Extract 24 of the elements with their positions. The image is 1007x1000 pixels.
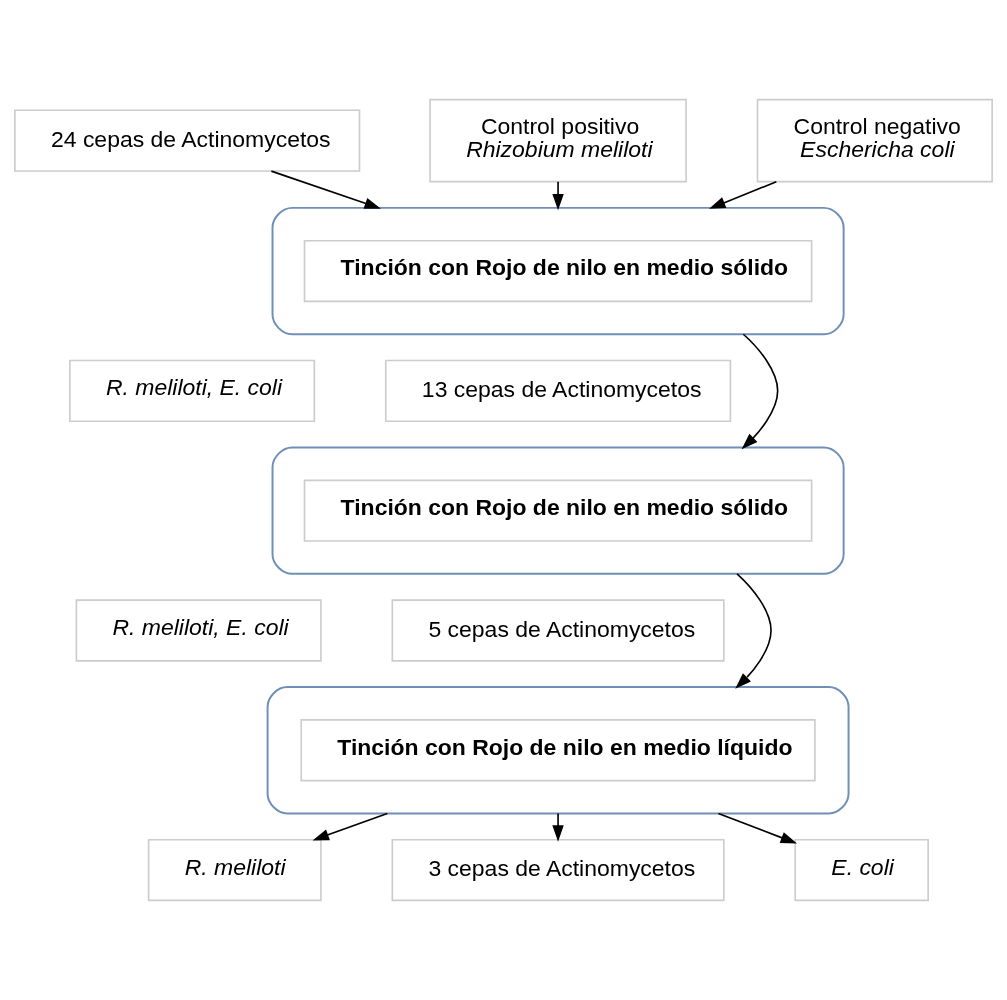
node-box: Tinción con Rojo de nilo en medio líquido xyxy=(300,719,816,782)
node-box: 13 cepas de Actinomycetos xyxy=(384,359,732,423)
arrow xyxy=(270,170,381,209)
node-box: R. meliloti, E. coli xyxy=(69,359,316,423)
arrow xyxy=(717,812,798,844)
node-box: Control negativo Eschericha coli xyxy=(756,98,993,183)
node-box: Control positivo Rhizobium meliloti xyxy=(429,98,687,183)
node-box: Tinción con Rojo de nilo en medio sólido xyxy=(303,479,813,542)
node-box: R. meliloti xyxy=(147,838,322,902)
cluster xyxy=(271,446,845,575)
arrow xyxy=(552,180,564,211)
arrow xyxy=(741,333,779,450)
node-box: 5 cepas de Actinomycetos xyxy=(391,599,725,662)
cluster xyxy=(266,686,850,815)
arrow xyxy=(312,812,389,841)
arrow xyxy=(709,180,778,209)
node-box: 3 cepas de Actinomycetos xyxy=(391,838,725,902)
node-box: 24 cepas de Actinomycetos xyxy=(14,109,361,172)
arrow xyxy=(735,573,772,689)
node-box: R. meliloti, E. coli xyxy=(75,599,322,662)
arrow xyxy=(552,812,564,842)
cluster xyxy=(271,206,845,336)
node-box: Tinción con Rojo de nilo en medio sólido xyxy=(303,239,813,303)
node-box: E. coli xyxy=(794,838,929,902)
